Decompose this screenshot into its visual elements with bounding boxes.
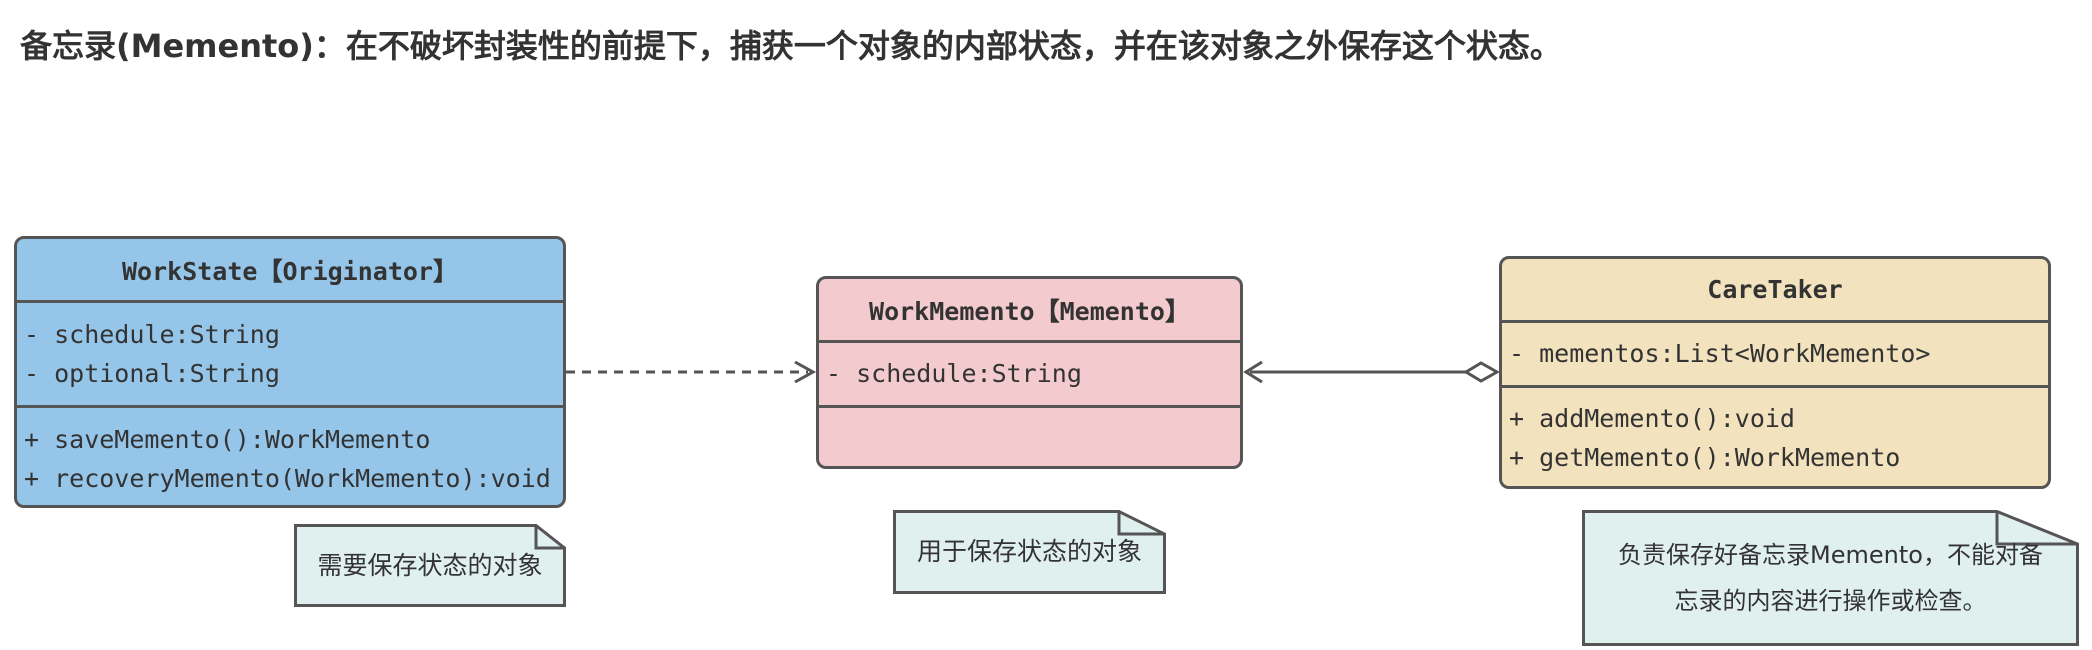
method: + addMemento():void — [1509, 404, 1795, 433]
attribute: - optional:String — [24, 359, 280, 388]
note-memento: 用于保存状态的对象 — [893, 510, 1166, 594]
attribute: - mementos:List<WorkMemento> — [1509, 339, 1931, 368]
note-caretaker-text: 负责保存好备忘录Memento，不能对备 忘录的内容进行操作或检查。 — [1582, 510, 2079, 646]
aggregation-diamond-icon — [1463, 361, 1501, 383]
attribute: - schedule:String — [826, 359, 1082, 388]
class-originator-name: WorkState【Originator】 — [17, 239, 563, 303]
note-originator: 需要保存状态的对象 — [294, 524, 566, 607]
dependency-connector — [566, 360, 817, 384]
attribute: - schedule:String — [24, 320, 280, 349]
note-shape-icon — [893, 510, 1166, 594]
class-memento-attributes: - schedule:String — [819, 343, 1240, 408]
class-memento-name: WorkMemento【Memento】 — [819, 279, 1240, 343]
class-caretaker-attributes: - mementos:List<WorkMemento> — [1502, 323, 2048, 388]
class-originator[interactable]: WorkState【Originator】 - schedule:String … — [14, 236, 566, 508]
class-memento[interactable]: WorkMemento【Memento】 - schedule:String — [816, 276, 1243, 469]
class-caretaker-name: CareTaker — [1502, 259, 2048, 323]
note-caretaker-line: 忘录的内容进行操作或检查。 — [1674, 587, 1987, 615]
page-title: 备忘录(Memento)：在不破坏封装性的前提下，捕获一个对象的内部状态，并在该… — [20, 27, 1562, 65]
note-shape-icon — [294, 524, 566, 607]
note-caretaker: 负责保存好备忘录Memento，不能对备 忘录的内容进行操作或检查。 — [1582, 510, 2079, 646]
aggregation-connector — [1243, 360, 1501, 384]
class-caretaker[interactable]: CareTaker - mementos:List<WorkMemento> +… — [1499, 256, 2051, 489]
method: + saveMemento():WorkMemento — [24, 425, 431, 454]
class-originator-attributes: - schedule:String - optional:String — [17, 303, 563, 408]
class-originator-methods: + saveMemento():WorkMemento + recoveryMe… — [17, 408, 563, 498]
note-caretaker-line: 负责保存好备忘录Memento，不能对备 — [1618, 541, 2043, 569]
note-memento-text: 用于保存状态的对象 — [916, 537, 1142, 566]
note-originator-text: 需要保存状态的对象 — [317, 550, 543, 580]
note-shape-icon — [1582, 510, 2079, 646]
method: + getMemento():WorkMemento — [1509, 443, 1901, 472]
method: + recoveryMemento(WorkMemento):void — [24, 464, 551, 493]
class-caretaker-methods: + addMemento():void + getMemento():WorkM… — [1502, 388, 2048, 477]
